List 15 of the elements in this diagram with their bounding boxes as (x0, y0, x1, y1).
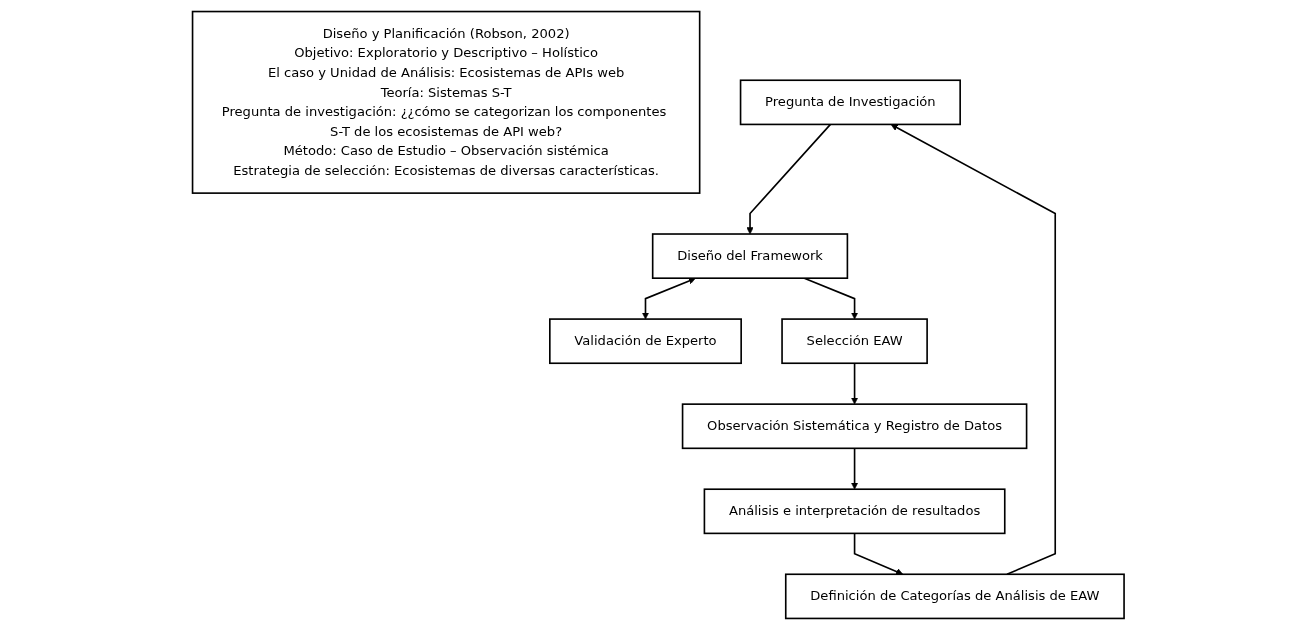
node-box: Selección EAW (780, 318, 928, 365)
arrow (803, 277, 858, 320)
arrow (853, 532, 903, 576)
arrow (850, 447, 858, 490)
node-box: Observación Sistemática y Registro de Datos (681, 403, 1028, 450)
arrow (746, 123, 831, 235)
arrow (890, 124, 1056, 576)
node-box: Diseño del Framework (651, 233, 848, 279)
node-box: Análisis e interpretación de resultados (703, 488, 1006, 535)
arrow (850, 362, 858, 405)
node-box: Validación de Experto (548, 318, 742, 365)
node-box: Definición de Categorías de Análisis de EAW (784, 573, 1125, 620)
node-box: Pregunta de Investigación (739, 79, 961, 126)
arrow (641, 277, 696, 320)
node-box: Diseño y Planificación (Robson, 2002) Objetivo: Exploratorio y Descriptivo – Holístico El caso y Unidad de Análisis: Ecosistemas de APIs web Teoría: Sistemas S-T Pregunta de investigación: ¿¿cómo se categorizan los componentes S-T de los ecosistemas de API web? Método: Caso de Estudio – Observación sistémica Estrategia de selección: Ecosistemas de diversas características. (191, 10, 701, 194)
